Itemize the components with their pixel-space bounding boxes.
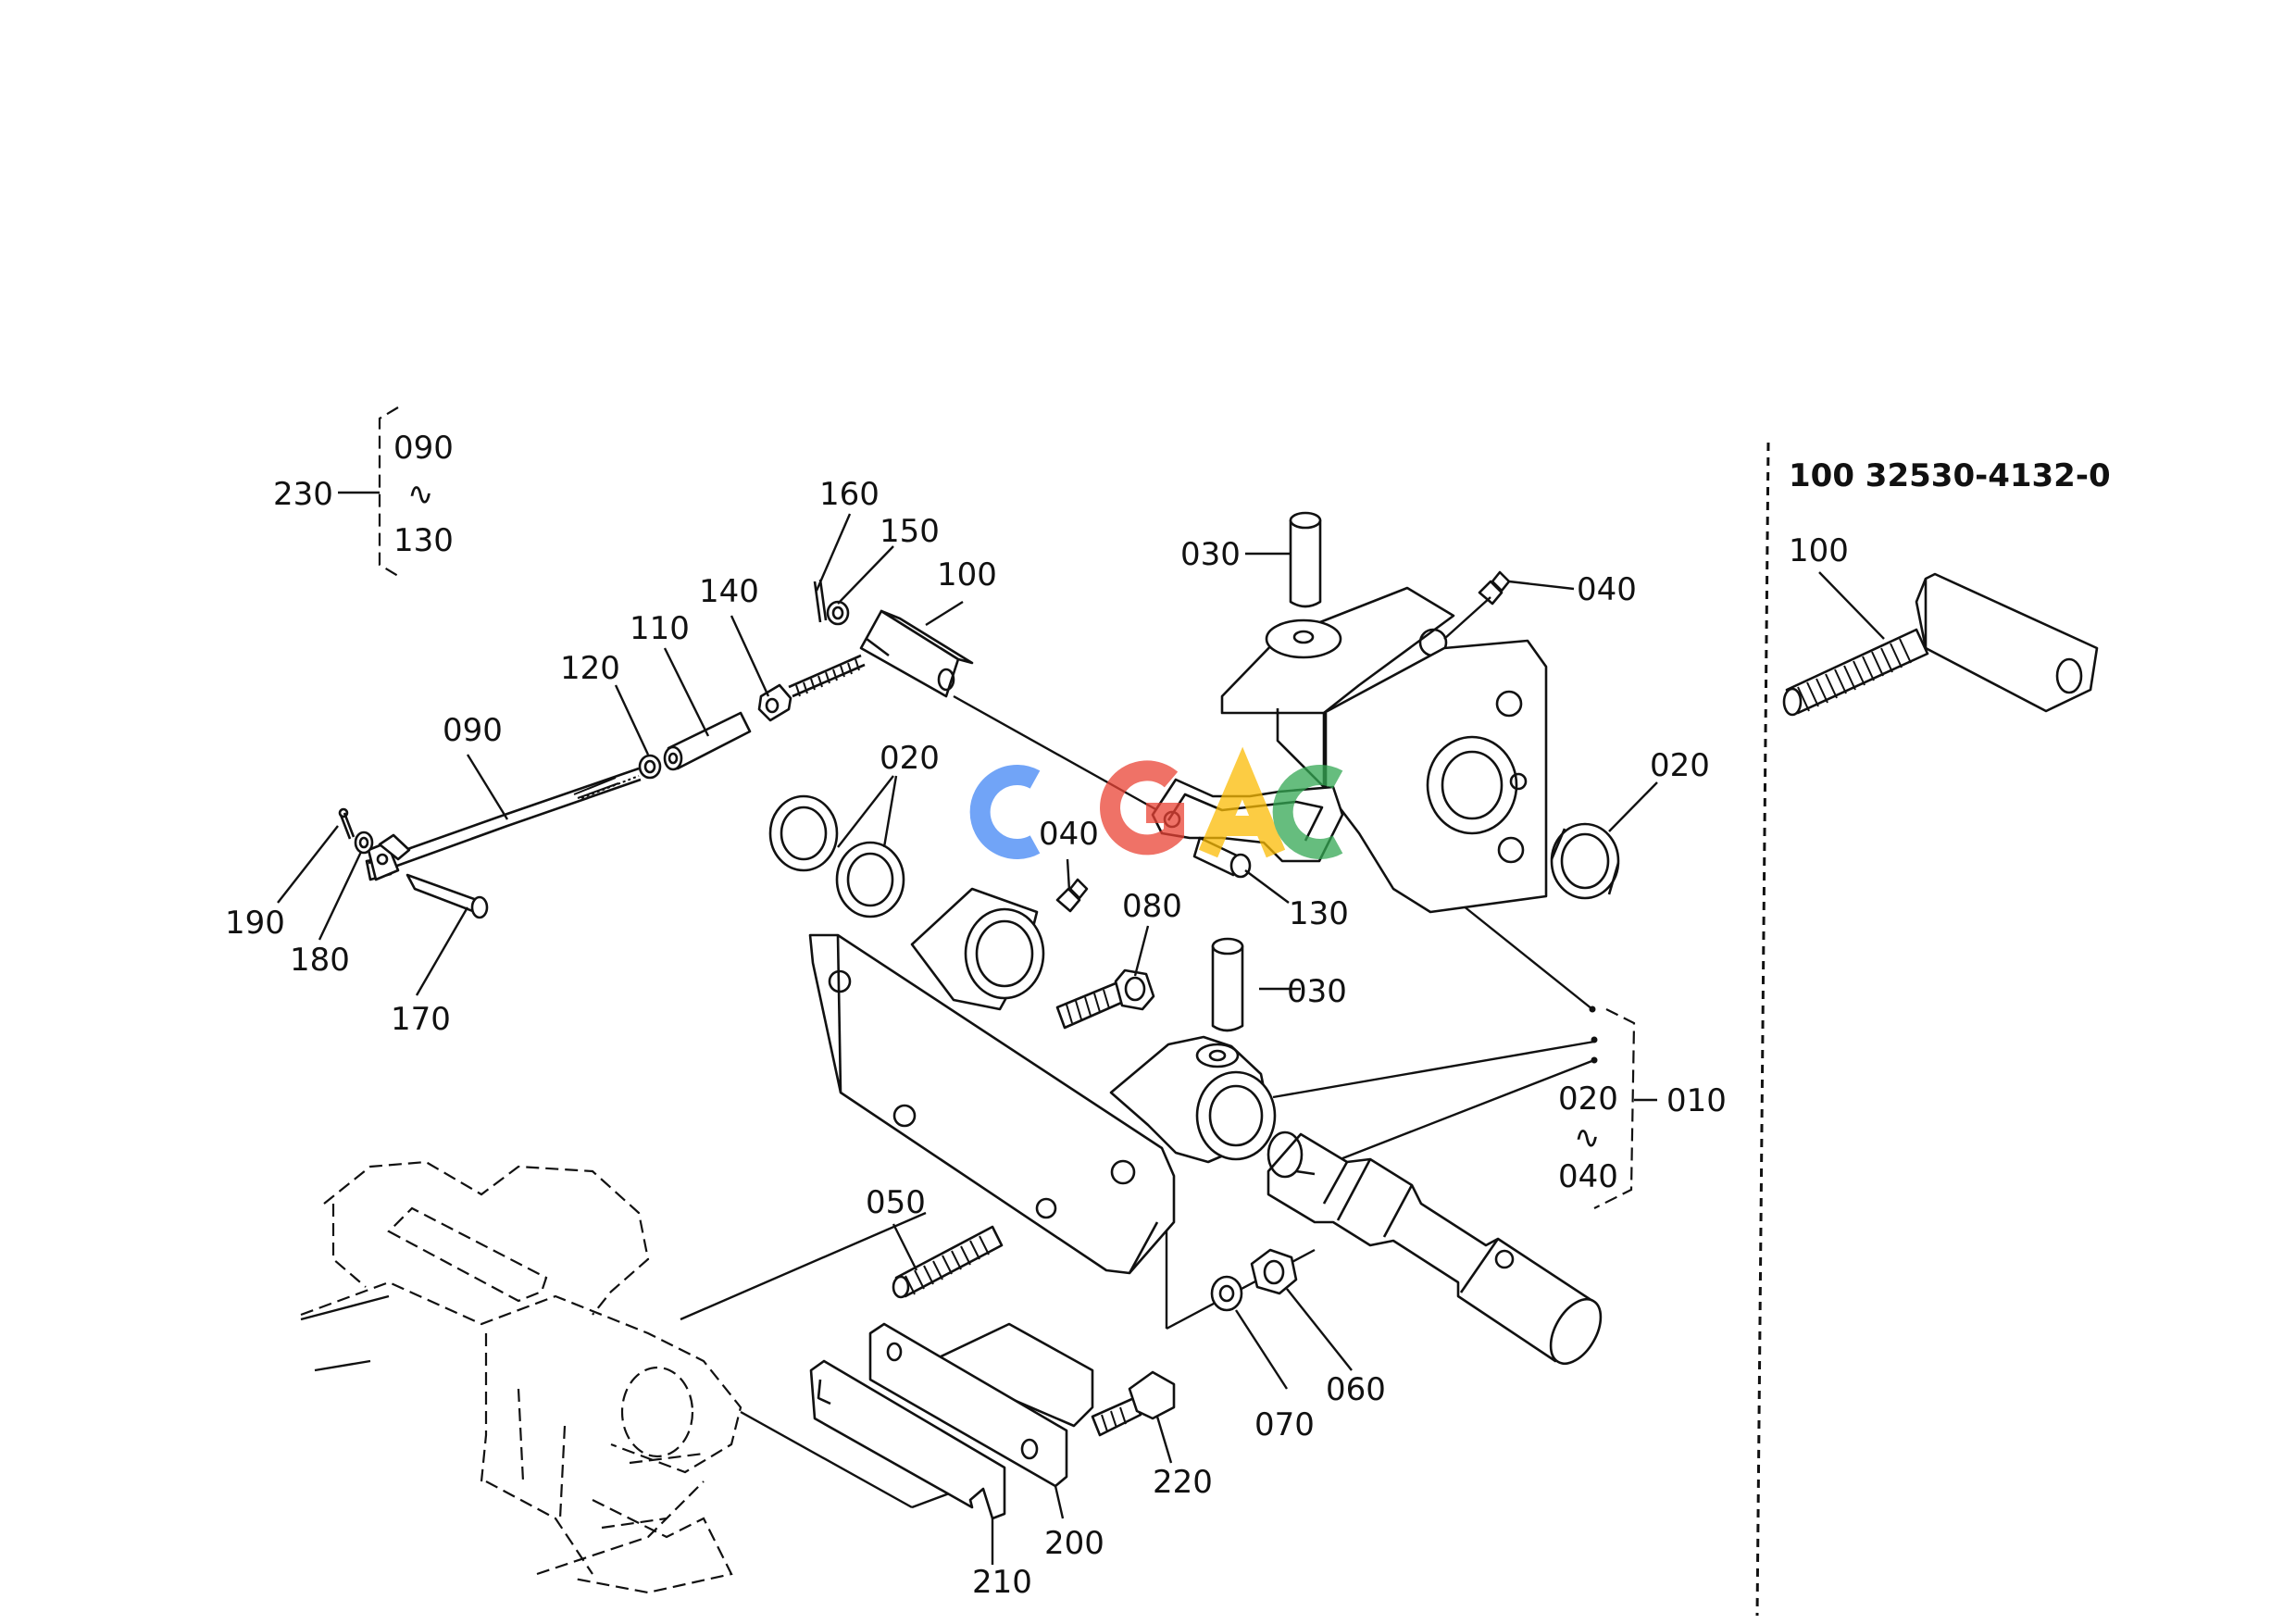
- label-070: 070: [1254, 1406, 1315, 1443]
- label-150: 150: [880, 513, 940, 550]
- bolt-220: [1091, 1370, 1176, 1437]
- bushing-020-left-2: [835, 841, 905, 918]
- boss-shaft-assembly: [1109, 1035, 1277, 1164]
- rod-090: [365, 767, 642, 881]
- inset-divider: [1755, 442, 1770, 1617]
- label-060: 060: [1326, 1371, 1386, 1408]
- label-040-upper: 040: [1577, 571, 1637, 608]
- grease-nipple-040-upper: [1478, 570, 1511, 606]
- label-090: 090: [443, 712, 503, 749]
- label-020-left: 020: [880, 740, 940, 777]
- label-100: 100: [937, 556, 997, 593]
- pin-170: [406, 873, 489, 919]
- inset-label-100: 100: [1789, 532, 1849, 569]
- label-range-tilde-010: ∿: [1574, 1119, 1601, 1156]
- bolt-080: [1055, 968, 1155, 1030]
- label-200: 200: [1044, 1525, 1104, 1562]
- cotter-pin-160: [813, 579, 828, 623]
- threaded-end-lines: [580, 775, 640, 799]
- label-160: 160: [819, 476, 880, 513]
- shaft: [1267, 1131, 1603, 1365]
- label-010: 010: [1666, 1082, 1727, 1119]
- washer-120: [638, 754, 662, 780]
- label-130: 130: [1289, 895, 1349, 932]
- group-bracket-230: [338, 406, 399, 577]
- threaded-rod: [788, 654, 866, 698]
- label-130-range-end: 130: [393, 522, 454, 559]
- callout-leaders: [277, 513, 1658, 1565]
- washer-150: [826, 600, 850, 626]
- label-210: 210: [972, 1564, 1032, 1601]
- label-170: 170: [391, 1001, 451, 1038]
- label-180: 180: [290, 942, 350, 979]
- clevis-link: [367, 833, 411, 881]
- pin-030-upper: [1289, 511, 1322, 608]
- nut-140: [757, 683, 792, 722]
- main-plate: [808, 887, 1176, 1275]
- nut-060: [1250, 1248, 1298, 1295]
- watermark-logo: [969, 746, 1343, 859]
- pin-030-lower: [1211, 937, 1244, 1032]
- upper-bracket: [1220, 586, 1548, 914]
- inset-part-100: [1782, 571, 2099, 717]
- label-040-mid: 040: [1039, 816, 1099, 853]
- label-040-range-end: 040: [1558, 1158, 1618, 1195]
- bushing-020-right: [1550, 822, 1620, 900]
- label-030-lower: 030: [1287, 973, 1347, 1010]
- label-090-range-start: 090: [393, 430, 454, 467]
- washer-070: [1210, 1275, 1243, 1312]
- label-230: 230: [273, 476, 333, 513]
- callout-labels: 230 090 ∿ 130 160 150 100 140 110 120 09…: [225, 430, 2111, 1601]
- stud-050: [892, 1225, 1004, 1299]
- label-030-upper: 030: [1180, 536, 1241, 573]
- label-110: 110: [630, 610, 690, 647]
- clamp-block-200: [868, 1322, 1094, 1488]
- label-080: 080: [1122, 888, 1182, 925]
- label-120: 120: [560, 650, 620, 687]
- label-190: 190: [225, 905, 285, 942]
- bushing-020-left-1: [768, 794, 839, 872]
- label-020-right: 020: [1650, 747, 1710, 784]
- tractor-outline-dashed: [300, 1160, 742, 1594]
- sleeve-110: [663, 711, 752, 771]
- grease-nipple-040-mid: [1055, 878, 1089, 913]
- label-range-tilde-230: ∿: [407, 476, 434, 513]
- label-220: 220: [1153, 1464, 1213, 1501]
- inset-part-number-header: 100 32530-4132-0: [1789, 457, 2111, 494]
- label-050: 050: [866, 1184, 926, 1221]
- washer-180: [354, 831, 374, 855]
- lever-100: [859, 609, 974, 698]
- group-bracket-010: [1589, 1006, 1657, 1209]
- label-020-range-start: 020: [1558, 1081, 1618, 1118]
- label-140: 140: [699, 573, 759, 610]
- clamp-plate-210: [809, 1359, 1006, 1520]
- cotter-pin-190: [338, 807, 356, 840]
